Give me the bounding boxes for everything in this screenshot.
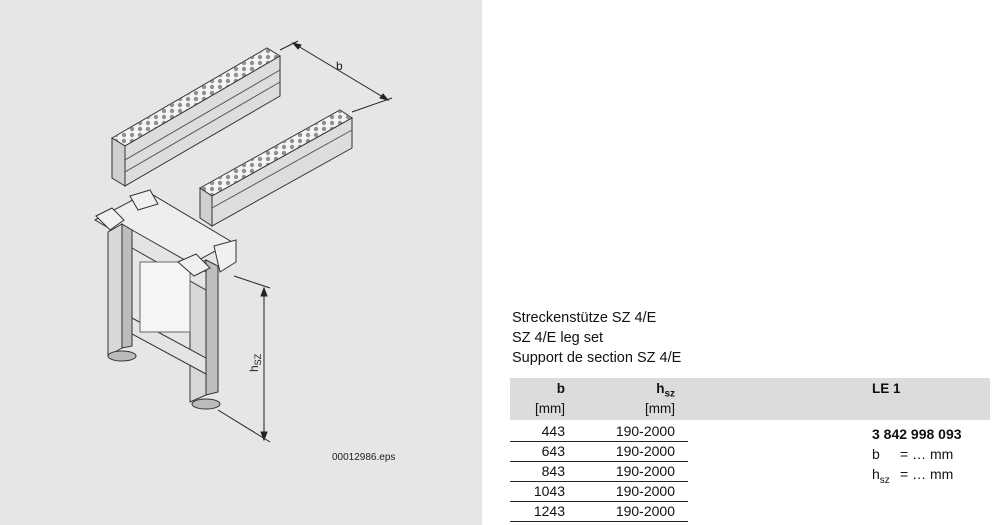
col-b-unit: [mm] (535, 401, 565, 416)
col-b-header: b (556, 381, 565, 396)
leg-set-drawing: b hSZ (93, 40, 393, 443)
middle-rail (199, 109, 353, 227)
le-h-line: hsz= … mm (872, 466, 954, 486)
dimension-b (279, 40, 393, 113)
title-german: Streckenstütze SZ 4/E (512, 310, 657, 326)
part-number: 3 842 998 093 (872, 426, 962, 442)
col-le-header: LE 1 (872, 381, 901, 396)
leg-frame (93, 189, 237, 410)
col-h-header: hsz (656, 381, 675, 400)
figure-panel: b hSZ 00012986.eps (0, 0, 482, 525)
figure-file-label: 00012986.eps (332, 452, 396, 463)
dim-h-label: hSZ (247, 353, 263, 372)
table-header: b [mm] hsz [mm] LE 1 (510, 378, 990, 420)
le-b-line: b= … mm (872, 446, 954, 462)
dim-b-label: b (336, 59, 343, 73)
product-titles: Streckenstütze SZ 4/E SZ 4/E leg set Sup… (512, 308, 681, 368)
col-h-unit: [mm] (645, 401, 675, 416)
le-order-block: 3 842 998 093 b= … mm hsz= … mm (872, 424, 962, 491)
title-french: Support de section SZ 4/E (512, 350, 682, 366)
dimension-h (217, 275, 271, 443)
title-english: SZ 4/E leg set (512, 330, 604, 346)
upper-rail (111, 47, 281, 187)
